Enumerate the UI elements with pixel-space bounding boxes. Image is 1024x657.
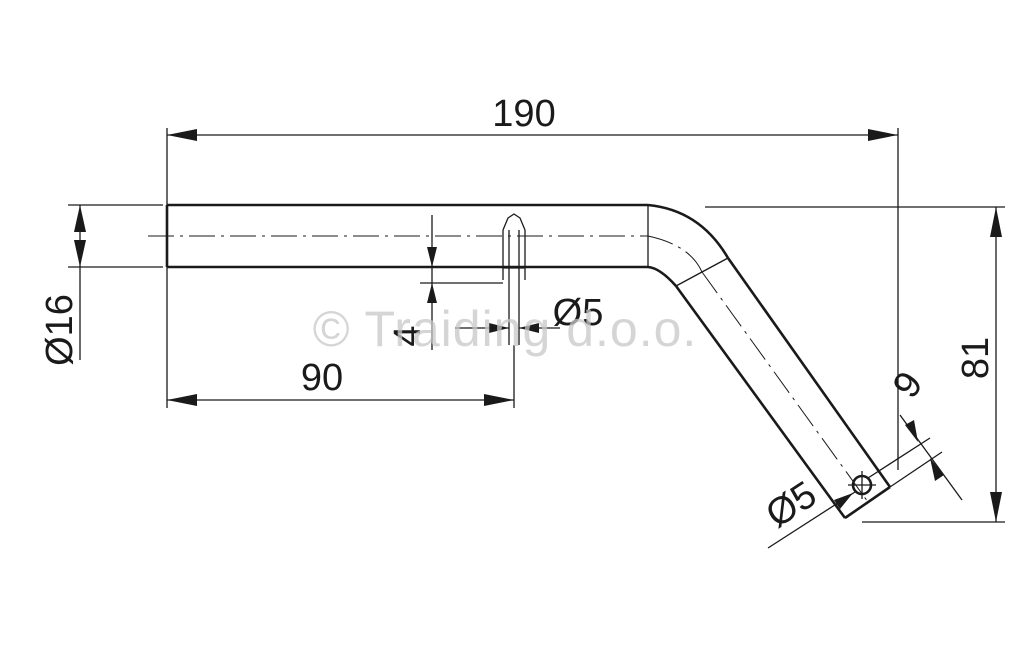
cross-hole-position-label: 90 — [301, 357, 343, 399]
cross-hole-offset-label: 4 — [387, 325, 429, 346]
dimension-cross-hole-position: 90 — [166, 267, 515, 408]
dimension-total-height: 81 — [705, 206, 1005, 523]
cross-hole — [502, 213, 526, 280]
overall-length-label: 190 — [492, 93, 555, 135]
center-lines — [148, 235, 869, 503]
watermark-text: © Traiding d.o.o. — [313, 301, 698, 357]
pin-outline — [165, 203, 892, 520]
total-height-label: 81 — [955, 337, 997, 379]
end-hole-distance-label: 9 — [885, 364, 932, 405]
dimension-shaft-diameter: Ø16 — [39, 204, 163, 366]
end-hole — [848, 471, 876, 499]
dimension-overall-length: 190 — [166, 93, 899, 470]
end-hole-diameter-label: Ø5 — [759, 474, 824, 537]
shaft-diameter-label: Ø16 — [39, 294, 81, 366]
dimension-end-hole-distance: 9 — [867, 364, 963, 501]
dimension-cross-hole-diameter: Ø5 — [455, 280, 603, 345]
cross-hole-diameter-label: Ø5 — [553, 292, 604, 334]
dimension-cross-hole-offset: 4 — [387, 215, 503, 350]
